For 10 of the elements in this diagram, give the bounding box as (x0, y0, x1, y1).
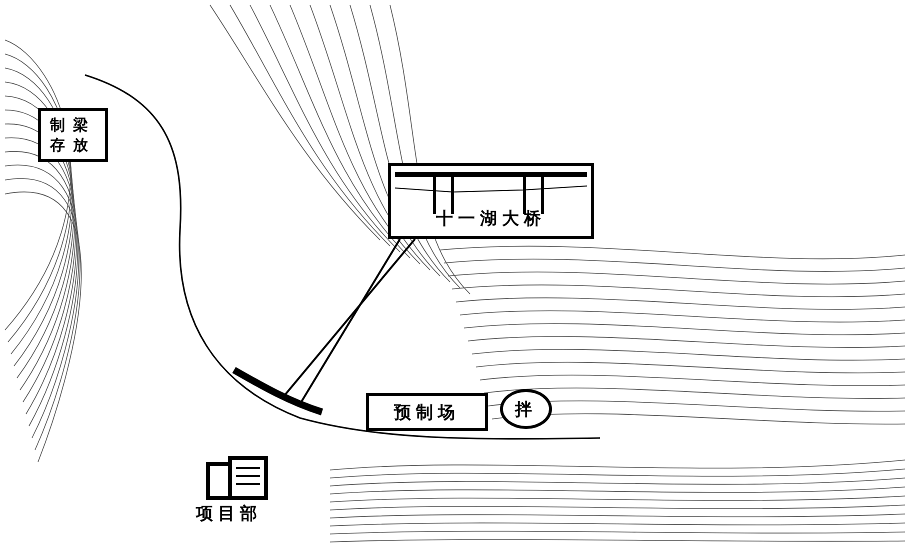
place-label: 预制场 (394, 402, 460, 424)
leader-line (283, 238, 416, 397)
area-label-box (366, 393, 488, 431)
bridge-segment (232, 366, 324, 416)
area-label-box (38, 108, 108, 162)
place-label: 制梁存放 (48, 115, 97, 155)
station-circle (500, 389, 552, 429)
bridge-callout-box (388, 163, 594, 239)
place-label: 拌 (515, 398, 537, 420)
place-label: 十一湖大桥 (436, 208, 546, 230)
